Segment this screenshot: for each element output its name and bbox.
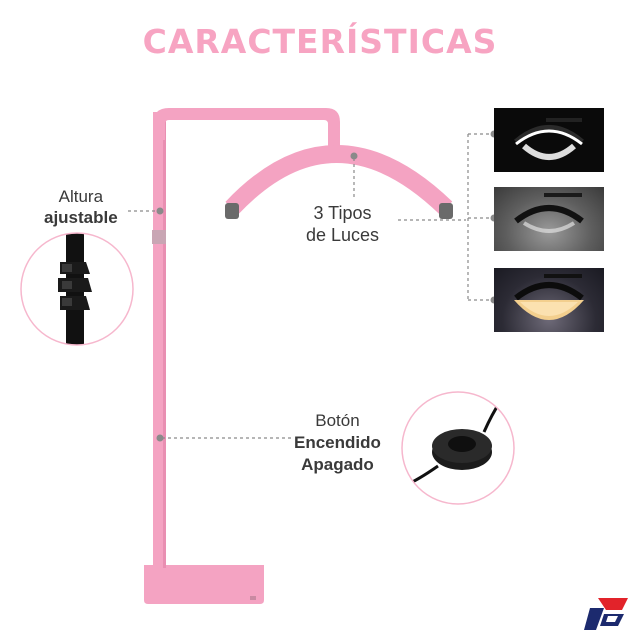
- luces-label: 3 Tipos de Luces: [306, 202, 379, 246]
- boton-label-line2: Encendido: [294, 432, 381, 454]
- luces-label-line1: 3 Tipos: [313, 203, 372, 223]
- altura-label-bold: ajustable: [44, 208, 118, 227]
- boton-dot: [156, 434, 164, 442]
- light-white-icon: [494, 108, 604, 172]
- boton-label-line3: Apagado: [294, 454, 381, 476]
- boton-label: Botón Encendido Apagado: [294, 410, 381, 476]
- lamp-pole: [153, 112, 165, 568]
- height-adjust-joint: [152, 230, 166, 244]
- base-screw: [250, 596, 256, 600]
- lamp-arc: [225, 145, 453, 215]
- boton-label-line1: Botón: [315, 411, 360, 430]
- pole-shade: [163, 112, 166, 568]
- page-title: CARACTERÍSTICAS: [142, 22, 498, 61]
- altura-label-line2: ajustable: [44, 207, 118, 228]
- power-switch-icon: [401, 391, 515, 505]
- light-neutral-icon: [494, 187, 604, 251]
- boton-label-bold-1: Encendido: [294, 433, 381, 452]
- brand-logo-icon: [584, 598, 628, 630]
- arc-end-left: [225, 203, 239, 219]
- lamp-arm: [153, 108, 340, 152]
- lamp-base: [144, 565, 264, 604]
- altura-label: Altura ajustable: [44, 186, 118, 228]
- altura-dot: [156, 207, 164, 215]
- luces-dot: [350, 152, 358, 160]
- arc-end-right: [439, 203, 453, 219]
- adjustable-clamp-icon: [20, 232, 134, 346]
- luces-label-line2: de Luces: [306, 225, 380, 245]
- boton-label-bold-2: Apagado: [301, 455, 374, 474]
- altura-label-line1: Altura: [58, 187, 104, 206]
- light-warm-icon: [494, 268, 604, 332]
